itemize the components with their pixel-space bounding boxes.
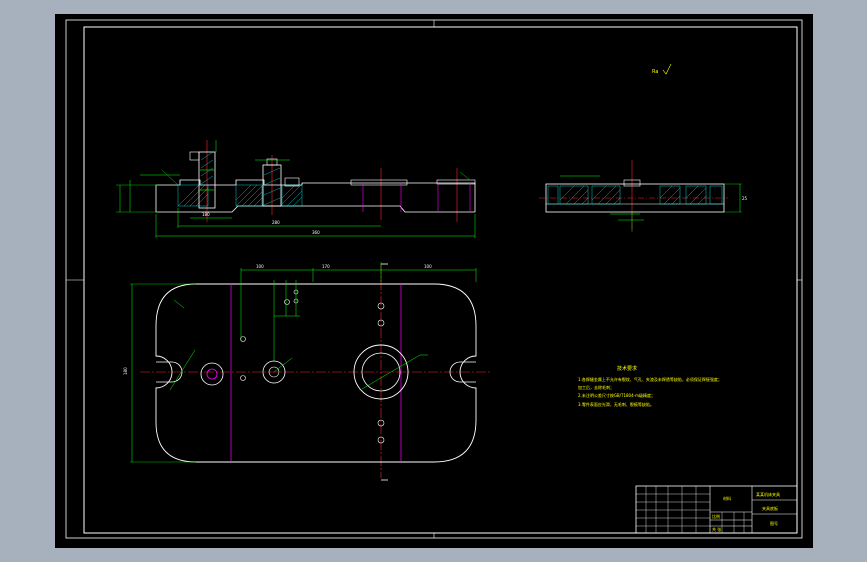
tech-req-line-3: 2.未注明公差尺寸按GB/T1804-m级精度；: [578, 392, 655, 398]
title-drawing-no: 图号: [770, 520, 778, 526]
plan-dim-top-left: 100: [256, 264, 264, 269]
title-sheet: 共 张: [712, 526, 721, 532]
title-company: 某某机床夹具: [756, 491, 780, 497]
surface-finish-symbol: Ra: [652, 63, 672, 75]
plan-dim-top-mid: 170: [322, 264, 330, 269]
side-hatch: [547, 185, 723, 205]
title-scale: 比例: [712, 513, 720, 519]
front-dim-sub2: 180: [202, 212, 210, 217]
side-section-view: 25: [539, 160, 748, 232]
front-dim-overall: 360: [312, 230, 320, 235]
main-bore: [353, 344, 409, 400]
tech-req-title: 技术要求: [617, 365, 637, 372]
title-part-name: 夹具底板: [762, 505, 778, 511]
technical-requirements: 技术要求 1.各焊缝金属上不允许有裂纹、气孔、夹渣及未焊透等缺陷，必须保证焊接强…: [578, 365, 722, 407]
side-dim-height: 25: [742, 196, 748, 201]
plan-dim-top-right: 100: [424, 264, 432, 269]
title-material: 材料: [723, 495, 731, 501]
section-hatch: [177, 184, 303, 207]
tech-req-line-2: 加工后，去除毛刺；: [578, 384, 614, 390]
plan-dimensions: 100 170 100 180: [123, 262, 477, 463]
plan-view: 100 170 100 180: [123, 262, 490, 481]
drawing-sheet: [55, 14, 813, 548]
surface-finish-text: Ra: [652, 69, 658, 75]
front-dim-sub: 280: [272, 220, 280, 225]
tech-req-line-1: 1.各焊缝金属上不允许有裂纹、气孔、夹渣及未焊透等缺陷，必须保证焊接强度；: [578, 376, 722, 382]
front-section-view: 360 280 180: [116, 140, 476, 238]
tech-req-line-4: 3.零件表面应光滑，无毛刺、裂痕等缺陷。: [578, 401, 654, 407]
plan-dim-height: 180: [123, 367, 128, 375]
front-dimensions: 360 280 180: [116, 140, 476, 238]
title-block: 某某机床夹具 夹具底板 图号 材料 比例 共 张: [635, 485, 798, 534]
